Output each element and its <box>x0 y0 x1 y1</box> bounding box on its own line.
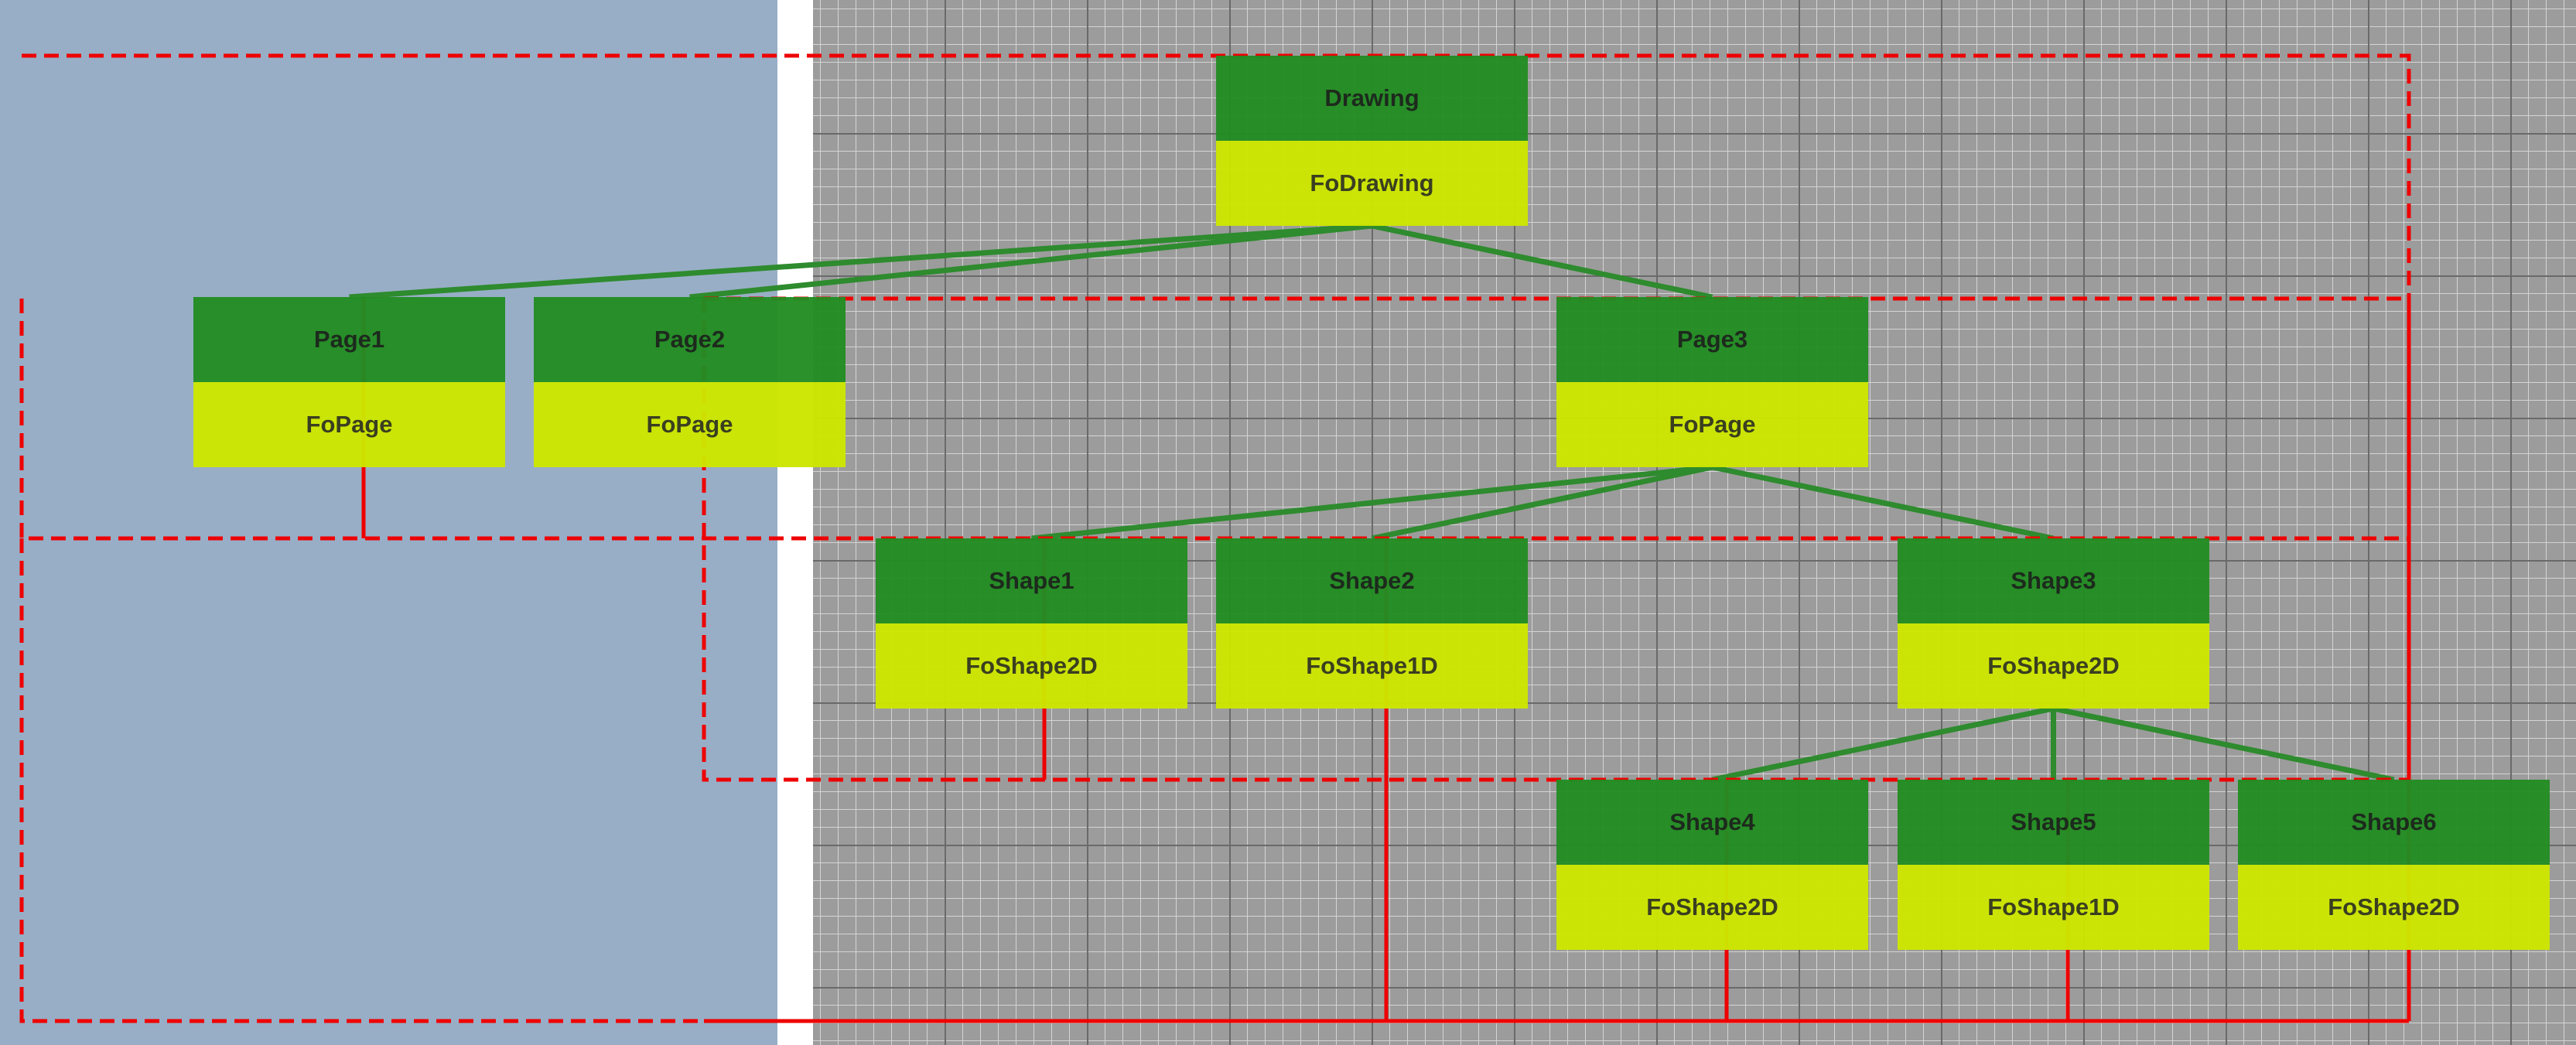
node-shape6[interactable]: Shape6 FoShape2D <box>2238 780 2550 950</box>
node-shape2[interactable]: Shape2 FoShape1D <box>1216 538 1528 709</box>
node-drawing[interactable]: Drawing FoDrawing <box>1216 56 1528 226</box>
node-shape5[interactable]: Shape5 FoShape1D <box>1898 780 2209 950</box>
node-page3[interactable]: Page3 FoPage <box>1556 297 1868 467</box>
node-shape5-name: Shape5 <box>1898 780 2209 865</box>
node-page1-name: Page1 <box>193 297 505 382</box>
node-shape3-type: FoShape2D <box>1898 623 2209 709</box>
node-shape2-name: Shape2 <box>1216 538 1528 623</box>
node-shape1-name: Shape1 <box>876 538 1187 623</box>
node-page2[interactable]: Page2 FoPage <box>534 297 846 467</box>
node-page2-name: Page2 <box>534 297 846 382</box>
node-page1[interactable]: Page1 FoPage <box>193 297 505 467</box>
node-page1-type: FoPage <box>193 382 505 467</box>
node-shape4-type: FoShape2D <box>1556 865 1868 950</box>
node-shape6-type: FoShape2D <box>2238 865 2550 950</box>
node-drawing-name: Drawing <box>1216 56 1528 141</box>
node-shape5-type: FoShape1D <box>1898 865 2209 950</box>
node-page2-type: FoPage <box>534 382 846 467</box>
node-page3-type: FoPage <box>1556 382 1868 467</box>
node-shape3[interactable]: Shape3 FoShape2D <box>1898 538 2209 709</box>
node-shape3-name: Shape3 <box>1898 538 2209 623</box>
node-shape1-type: FoShape2D <box>876 623 1187 709</box>
node-shape4[interactable]: Shape4 FoShape2D <box>1556 780 1868 950</box>
node-shape6-name: Shape6 <box>2238 780 2550 865</box>
node-page3-name: Page3 <box>1556 297 1868 382</box>
panel-divider[interactable] <box>777 0 813 1045</box>
node-shape4-name: Shape4 <box>1556 780 1868 865</box>
left-panel <box>0 0 777 1045</box>
node-shape1[interactable]: Shape1 FoShape2D <box>876 538 1187 709</box>
node-drawing-type: FoDrawing <box>1216 141 1528 226</box>
node-shape2-type: FoShape1D <box>1216 623 1528 709</box>
